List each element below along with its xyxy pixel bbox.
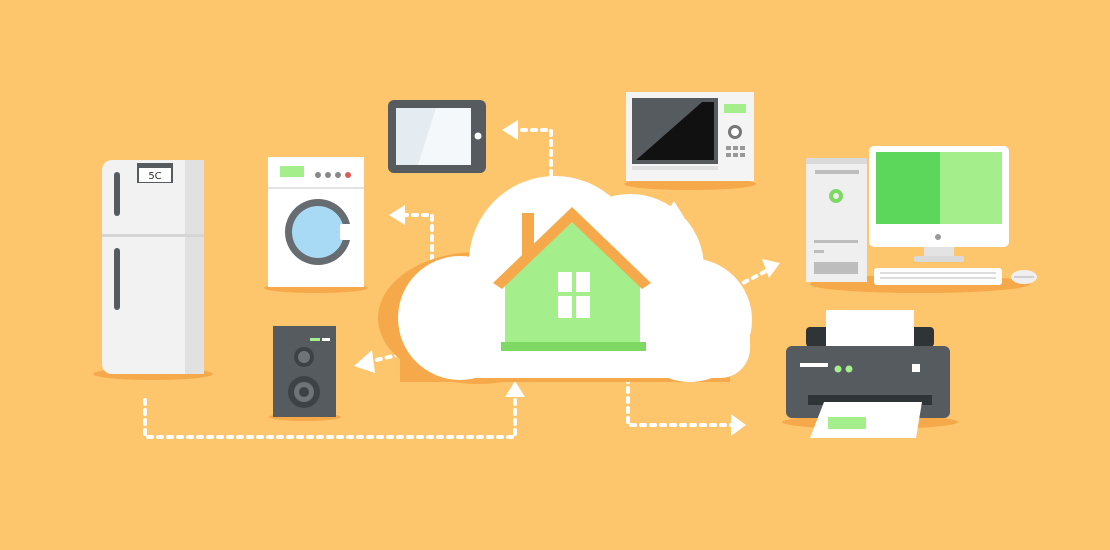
desktop-computer-icon xyxy=(806,146,1037,285)
computer-tower xyxy=(806,158,867,282)
connector-cloud-washer xyxy=(401,213,434,272)
washing-machine-icon xyxy=(268,157,364,287)
arrowhead-cloud-washer xyxy=(389,205,405,225)
speaker-icon xyxy=(273,326,336,417)
connector-cloud-tablet xyxy=(514,128,553,197)
arrowhead-cloud-speaker xyxy=(354,350,375,373)
speaker xyxy=(269,326,341,421)
cloud-home xyxy=(378,176,752,384)
arrowhead-cloud-computer xyxy=(762,259,780,278)
connector-cloud-computer xyxy=(733,268,770,289)
refrigerator: 5C xyxy=(93,160,213,380)
house-icon xyxy=(493,207,651,351)
tablet xyxy=(388,100,486,173)
microwave-icon xyxy=(626,92,754,181)
printer xyxy=(782,310,958,438)
desktop-computer xyxy=(806,146,1037,293)
arrowhead-cloud-tablet xyxy=(502,120,518,140)
microwave xyxy=(624,92,756,190)
connector-cloud-printer xyxy=(626,376,734,427)
tablet-icon xyxy=(388,100,486,173)
monitor xyxy=(869,146,1009,262)
arrowhead-cloud-printer xyxy=(731,414,746,436)
mouse xyxy=(1011,270,1037,284)
connectors xyxy=(143,120,780,439)
house-window xyxy=(558,272,590,318)
keyboard xyxy=(874,268,1002,285)
arrowhead-fridge-cloud xyxy=(505,381,525,397)
refrigerator-icon: 5C xyxy=(102,160,204,374)
printer-icon xyxy=(786,310,950,438)
fridge-display-text: 5C xyxy=(148,171,161,182)
connector-fridge-cloud xyxy=(143,390,517,439)
connector-cloud-speaker xyxy=(366,350,412,364)
washing-machine xyxy=(264,157,368,293)
